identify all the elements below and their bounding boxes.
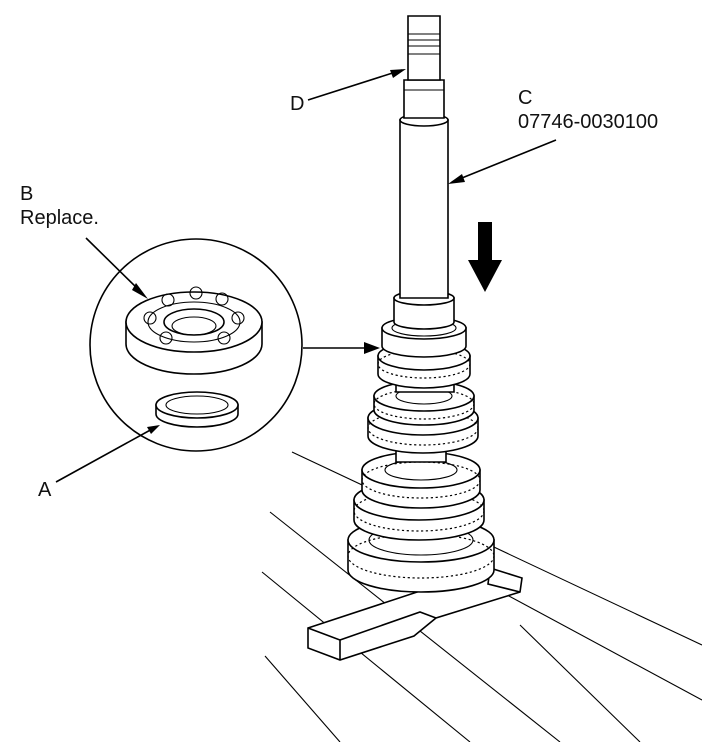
gear-stack [347,341,495,593]
label-b-note: Replace. [20,207,99,229]
label-c-part-number: 07746-0030100 [518,111,659,133]
label-a: A [38,479,52,501]
bearing-detail-view [89,238,303,452]
label-c-letter: C [518,87,533,109]
bearing-b [125,286,263,375]
label-b: B Replace. [20,182,99,230]
label-b-letter: B [20,183,34,205]
label-d: D [290,93,305,115]
washer-a [155,391,239,428]
leader-lines [55,69,557,483]
driver-tool [393,113,455,330]
label-c: C 07746-0030100 [518,86,658,134]
press-ram [403,15,445,119]
press-direction-arrow [468,222,502,292]
